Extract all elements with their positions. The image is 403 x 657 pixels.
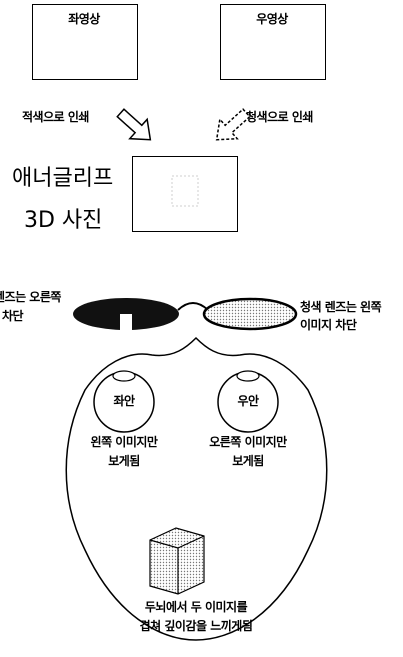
right-image-label: 우영상 <box>256 12 288 26</box>
left-print-label: 적색으로 인쇄 <box>22 110 89 124</box>
red-lens-label-line2: 차단 <box>2 309 24 323</box>
anaglyph-title-line2: 3D 사진 <box>24 208 103 233</box>
left-arrow <box>116 108 152 141</box>
brain-caption-line2: 겹쳐 깊이감을 느끼게됨 <box>139 619 253 633</box>
red-lens-label-line1: 렌즈는 오른쪽 <box>0 290 61 304</box>
right-eye-caption-line1: 오른쪽 이미지만 <box>209 435 287 449</box>
right-arrow <box>215 108 251 141</box>
brain-caption-line1: 두뇌에서 두 이미지를 <box>144 600 248 614</box>
depth-cube-icon <box>149 527 205 595</box>
right-eye-caption-line2: 보게됨 <box>232 454 264 468</box>
left-eye-label: 좌안 <box>113 394 135 408</box>
blue-lens <box>202 297 298 331</box>
right-eye-label: 우안 <box>237 394 259 408</box>
anaglyph-photo-box <box>132 156 238 232</box>
head-outline <box>65 336 328 641</box>
anaglyph-inner-image <box>171 175 199 207</box>
left-image-box <box>32 4 138 80</box>
glasses-bridge <box>177 302 209 311</box>
blue-lens-label-line2: 이미지 차단 <box>300 318 357 332</box>
red-lens-mark <box>120 314 132 330</box>
blue-lens-label-line1: 청색 렌즈는 왼쪽 <box>300 300 382 314</box>
left-eye-caption-line1: 왼쪽 이미지만 <box>90 435 158 449</box>
anaglyph-title-line1: 애너글리프 <box>12 166 114 191</box>
left-image-label: 좌영상 <box>68 12 100 26</box>
left-pupil <box>112 370 136 382</box>
right-print-label: 청색으로 인쇄 <box>246 110 313 124</box>
left-eye-caption-line2: 보게됨 <box>108 454 140 468</box>
right-pupil <box>236 370 260 382</box>
right-image-box <box>220 4 326 80</box>
